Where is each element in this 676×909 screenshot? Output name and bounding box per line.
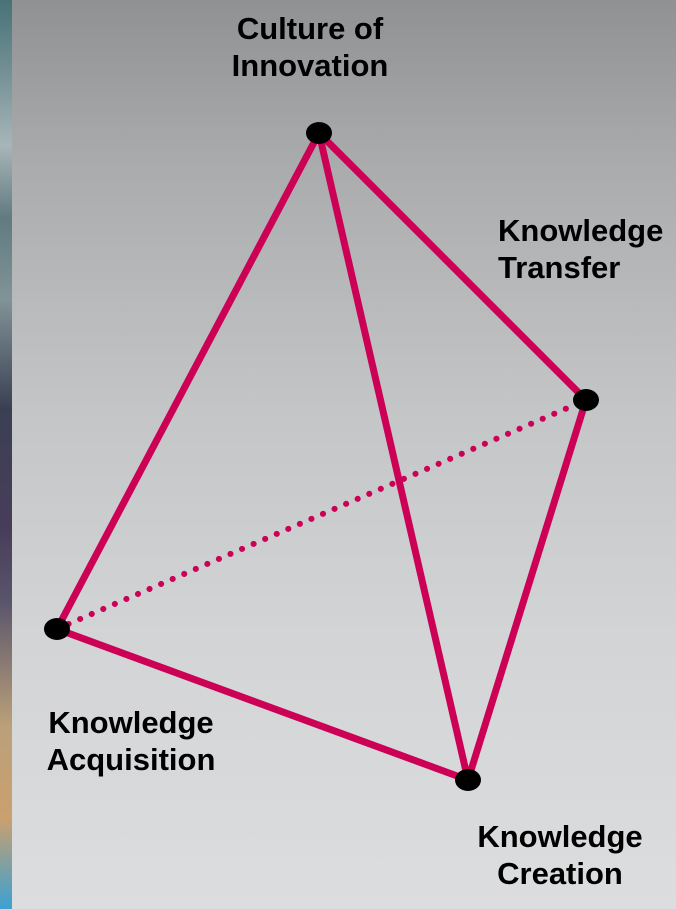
nodes-layer (44, 122, 599, 791)
node-label-line: Acquisition (46, 742, 216, 777)
node-label-knowledge-creation: Knowledge Creation (430, 818, 676, 892)
node-dot-top (306, 122, 332, 144)
node-label-line: Culture of (236, 11, 384, 46)
node-dot-right (573, 389, 599, 411)
node-label-line: Knowledge (48, 705, 214, 740)
node-dot-bottom (455, 769, 481, 791)
node-label-knowledge-acquisition: Knowledge Acquisition (0, 704, 262, 778)
node-label-line: Knowledge (477, 819, 643, 854)
node-label-line: Transfer (498, 250, 621, 285)
edge-top-right (315, 129, 590, 404)
node-dot-left (44, 618, 70, 640)
node-label-line: Knowledge (498, 213, 664, 248)
edge-right-bottom (464, 396, 590, 784)
node-label-line: Innovation (231, 48, 389, 83)
edge-left-right (54, 397, 589, 632)
background-photo-strip (0, 0, 12, 909)
edge-left-bottom (53, 625, 472, 784)
edges-layer (53, 129, 590, 784)
node-label-culture-of-innovation: Culture of Innovation (180, 10, 440, 84)
node-label-line: Creation (497, 856, 623, 891)
edge-top-left (53, 129, 323, 633)
node-label-knowledge-transfer: Knowledge Transfer (498, 212, 676, 286)
edge-top-bottom (315, 129, 472, 784)
